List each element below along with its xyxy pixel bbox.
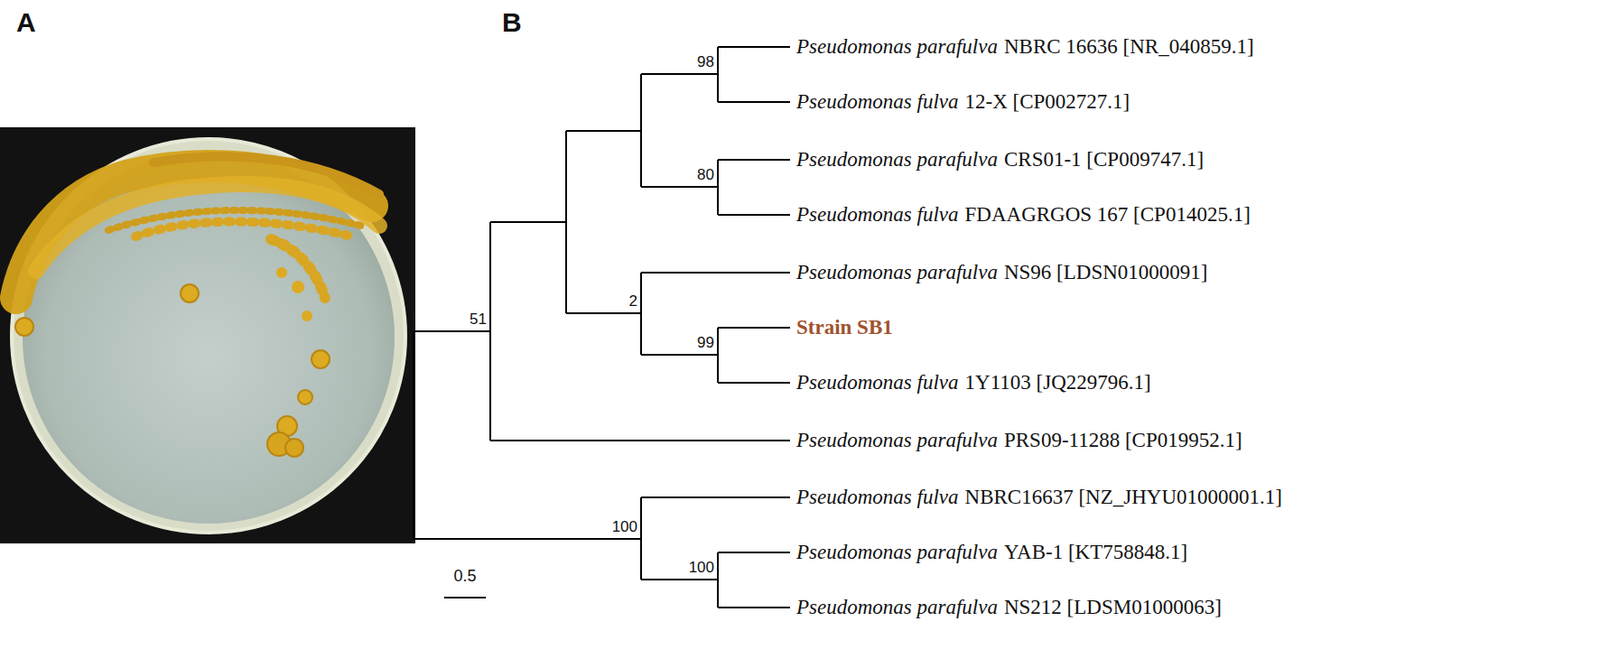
panel-letter: A <box>16 7 37 38</box>
bootstrap-value: 80 <box>697 167 715 185</box>
bootstrap-value: 2 <box>629 293 638 311</box>
species-name: Pseudomonas parafulva <box>796 595 998 619</box>
strain-accession: 12-X [CP002727.1] <box>965 90 1131 113</box>
species-name: Pseudomonas parafulva <box>796 260 998 284</box>
strain-accession: NS212 [LDSM01000063] <box>1004 595 1222 619</box>
strain-accession: CRS01-1 [CP009747.1] <box>1004 148 1204 171</box>
species-name: Pseudomonas fulva <box>796 485 959 509</box>
strain-accession: YAB-1 [KT758848.1] <box>1004 540 1188 564</box>
bootstrap-value: 100 <box>612 519 638 537</box>
bootstrap-value: 100 <box>688 559 715 577</box>
species-name: Pseudomonas fulva <box>796 203 959 226</box>
species-name: Pseudomonas parafulva <box>796 35 998 58</box>
species-name: Pseudomonas parafulva <box>796 540 998 564</box>
species-name: Pseudomonas parafulva <box>796 428 998 452</box>
strain-accession: NBRC 16636 [NR_040859.1] <box>1004 35 1255 58</box>
strain-label: Strain SB1 <box>796 316 894 339</box>
scale-bar-label: 0.5 <box>453 567 476 587</box>
panel-letter: B <box>502 7 522 38</box>
bootstrap-value: 98 <box>697 54 715 72</box>
species-name: Pseudomonas fulva <box>796 371 959 394</box>
species-name: Pseudomonas fulva <box>796 90 959 113</box>
strain-accession: 1Y1103 [JQ229796.1] <box>965 371 1152 394</box>
species-name: Pseudomonas parafulva <box>796 148 998 171</box>
phylogenetic-tree <box>413 46 791 608</box>
strain-accession: PRS09-11288 [CP019952.1] <box>1004 428 1243 452</box>
bootstrap-value: 51 <box>469 311 487 329</box>
bootstrap-value: 99 <box>697 334 715 353</box>
strain-accession: NS96 [LDSN01000091] <box>1004 260 1209 284</box>
strain-accession: FDAAGRGOS 167 [CP014025.1] <box>965 203 1251 226</box>
strain-accession: NBRC16637 [NZ_JHYU01000001.1] <box>965 485 1283 509</box>
petri-dish-photo <box>0 127 416 544</box>
